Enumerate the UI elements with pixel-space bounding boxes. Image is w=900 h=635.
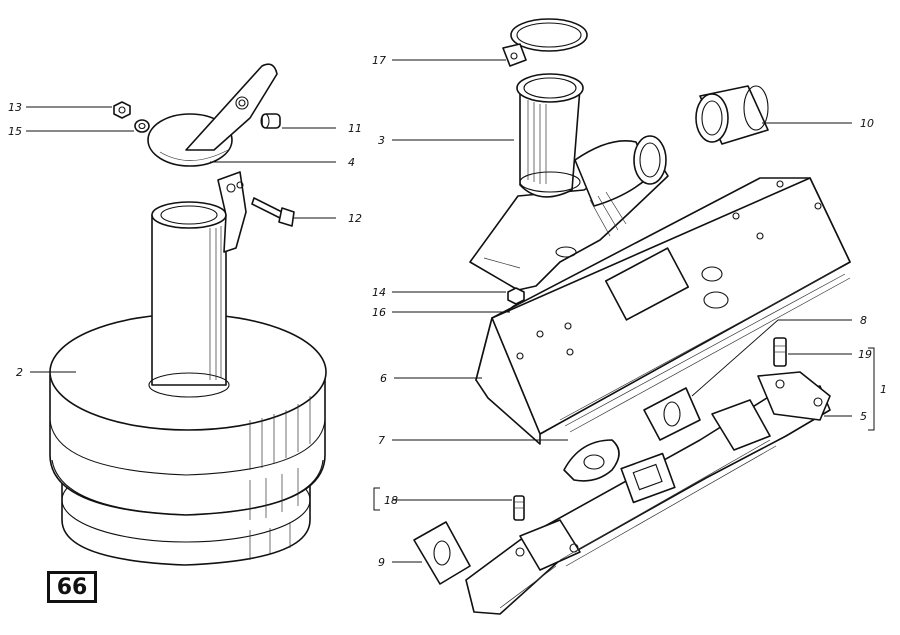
rain-cap: [147, 63, 278, 167]
manifold-cover: [475, 177, 851, 445]
callout-15: 15: [8, 125, 22, 138]
callout-3: 3: [378, 134, 385, 147]
callout-19: 19: [858, 348, 872, 361]
callout-13: 13: [8, 101, 22, 114]
bushing-11: [260, 113, 281, 129]
callout-9: 9: [378, 556, 385, 569]
nut-14: [507, 287, 525, 305]
nut-13: [113, 101, 131, 119]
callout-6: 6: [380, 372, 387, 385]
group-18-bracket: [373, 487, 380, 511]
gasket-9: [413, 521, 471, 585]
hose-clamp: [502, 18, 588, 67]
bolt-12: [251, 197, 295, 227]
callout-17: 17: [372, 54, 386, 67]
callout-1: 1: [880, 383, 887, 396]
callout-4: 4: [348, 156, 355, 169]
stud-18: [513, 495, 525, 521]
page-number: 66: [47, 571, 97, 603]
rubber-sleeve: [695, 85, 769, 145]
callout-labels: 1 2 3 4 5 6 7 8 9 10 11 12 13 14 15 16 1…: [8, 54, 887, 569]
callout-7: 7: [378, 434, 385, 447]
callout-2: 2: [16, 366, 23, 379]
callout-14: 14: [372, 286, 386, 299]
gasket-8: [643, 387, 701, 441]
muffler-body: [49, 171, 327, 566]
washer-15: [134, 119, 150, 133]
callout-16: 16: [372, 306, 386, 319]
gasket-7: [563, 439, 620, 482]
callout-10: 10: [860, 117, 874, 130]
callout-18: 18: [384, 494, 398, 507]
callout-11: 11: [348, 122, 362, 135]
callout-12: 12: [348, 212, 362, 225]
leader-lines: [26, 59, 852, 563]
group-1-bracket: [868, 347, 875, 431]
exhaust-elbow: [469, 73, 669, 291]
stud-19: [773, 337, 787, 367]
callout-8: 8: [860, 314, 867, 327]
exhaust-manifold: [465, 371, 831, 615]
callout-5: 5: [860, 410, 867, 423]
